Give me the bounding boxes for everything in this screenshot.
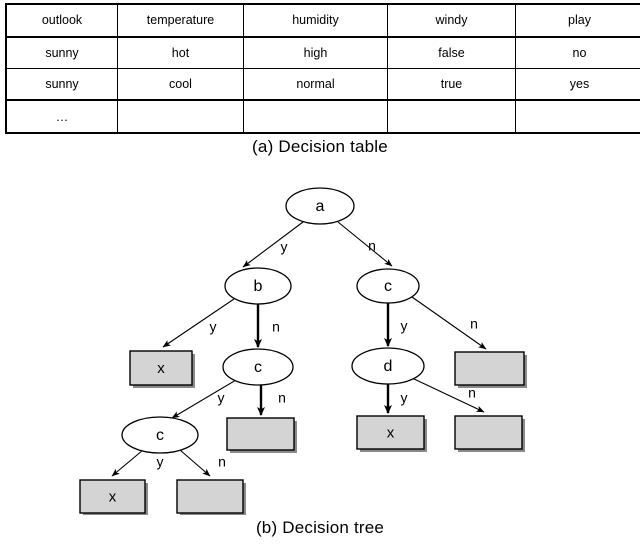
edge-label-c3-y: y xyxy=(157,454,164,470)
leaf-rect xyxy=(226,417,295,451)
tree-node-c1: c xyxy=(356,268,420,304)
decision-tree-diagram: x x x a b c c d c y n y n y n y n y n y n xyxy=(79,187,527,515)
edge-label-b-y: y xyxy=(210,319,217,335)
table-cell-empty xyxy=(515,99,640,134)
leaf-rect xyxy=(129,350,193,386)
node-label: a xyxy=(316,198,325,215)
node-ellipse xyxy=(121,416,199,454)
tree-leaf-leaf-dx: x xyxy=(356,415,427,452)
leaf-label: x xyxy=(157,360,165,377)
leaf-rect xyxy=(176,479,244,514)
table-cell-temperature: cool xyxy=(117,67,244,101)
leaf-label: x xyxy=(387,424,395,441)
table-cell-empty xyxy=(243,99,388,134)
tree-leaves-layer: x x x xyxy=(79,350,527,515)
table-cell-empty xyxy=(387,99,516,134)
edge-label-a-n: n xyxy=(368,238,376,254)
column-header-temperature: temperature xyxy=(117,3,244,38)
table-cell-temperature: hot xyxy=(117,36,244,69)
tree-leaf-leaf-c3x: x xyxy=(79,479,148,515)
leaf-rect xyxy=(454,415,523,450)
edge-label-a-y: y xyxy=(281,239,288,255)
leaf-rect xyxy=(79,479,146,514)
table-cell-outlook: sunny xyxy=(5,67,118,101)
node-label: c xyxy=(384,278,392,295)
edge-label-c2-y: y xyxy=(218,390,225,406)
table-row-ellipsis: … xyxy=(5,99,640,134)
tree-edge-labels-layer: y n y n y n y n y n y n xyxy=(157,238,478,470)
decision-tree-container: x x x a b c c d c y n y n y n y n y n y n xyxy=(0,175,640,515)
column-header-outlook: outlook xyxy=(5,3,118,38)
node-label: b xyxy=(254,278,263,295)
table-cell-outlook: sunny xyxy=(5,36,118,69)
edge-label-d-n: n xyxy=(468,385,476,401)
column-header-windy: windy xyxy=(387,3,516,38)
tree-node-c3: c xyxy=(121,416,199,454)
tree-edge-c2-to-c3 xyxy=(171,379,237,419)
tree-leaf-leaf-dn xyxy=(454,415,525,452)
tree-leaf-leaf-c3n xyxy=(176,479,246,515)
tree-edge-d-to-leaf-dn xyxy=(411,377,485,413)
node-ellipse xyxy=(224,267,292,305)
node-label: c xyxy=(254,359,262,376)
leaf-rect xyxy=(356,415,425,450)
edge-label-b-n: n xyxy=(272,319,280,335)
column-header-play: play xyxy=(515,3,640,38)
leaf-label: x xyxy=(109,488,117,505)
edge-label-d-y: y xyxy=(401,390,408,406)
node-label: c xyxy=(156,427,164,444)
edge-label-c1-n: n xyxy=(470,316,478,332)
decision-table: outlook temperature humidity windy play … xyxy=(5,3,640,134)
node-label: d xyxy=(384,358,393,375)
tree-node-c2: c xyxy=(222,348,294,386)
caption-decision-table: (a) Decision table xyxy=(252,137,388,156)
column-header-humidity: humidity xyxy=(243,3,388,38)
tree-node-d: d xyxy=(351,347,425,385)
edge-label-c1-y: y xyxy=(401,318,408,334)
tree-leaf-leaf-c1n xyxy=(454,351,527,388)
tree-edge-c3-to-leaf-c3x xyxy=(111,449,144,477)
tree-edge-c1-to-leaf-c1n xyxy=(411,296,487,350)
tree-leaf-leaf-c2n xyxy=(226,417,297,453)
decision-table-body: outlook temperature humidity windy play … xyxy=(5,3,640,134)
tree-leaf-leaf-bx: x xyxy=(129,350,195,388)
node-ellipse xyxy=(285,187,355,225)
node-ellipse xyxy=(356,268,420,304)
tree-node-b: b xyxy=(224,267,292,305)
edge-label-c3-n: n xyxy=(218,454,226,470)
table-cell-windy: true xyxy=(387,67,516,101)
table-cell-play: yes xyxy=(515,67,640,101)
table-cell-ellipsis: … xyxy=(5,99,118,134)
table-cell-empty xyxy=(117,99,244,134)
table-header-row: outlook temperature humidity windy play xyxy=(5,3,640,38)
tree-edge-c3-to-leaf-c3n xyxy=(179,449,211,477)
tree-node-a: a xyxy=(285,187,355,225)
node-ellipse xyxy=(222,348,294,386)
tree-edge-a-to-c1 xyxy=(337,221,393,267)
node-ellipse xyxy=(351,347,425,385)
tree-nodes-layer: a b c c d c xyxy=(121,187,425,454)
edge-label-c2-n: n xyxy=(278,390,286,406)
decision-table-container: outlook temperature humidity windy play … xyxy=(5,3,640,134)
caption-decision-tree: (b) Decision tree xyxy=(255,518,385,537)
tree-edges-layer xyxy=(111,221,487,477)
tree-edge-a-to-b xyxy=(242,221,304,268)
table-cell-play: no xyxy=(515,36,640,69)
leaf-rect xyxy=(454,351,525,386)
table-cell-humidity: high xyxy=(243,36,388,69)
table-row: sunny hot high false no xyxy=(5,36,640,69)
tree-edge-b-to-leaf-bx xyxy=(162,298,235,348)
table-cell-windy: false xyxy=(387,36,516,69)
table-row: sunny cool normal true yes xyxy=(5,67,640,101)
table-cell-humidity: normal xyxy=(243,67,388,101)
